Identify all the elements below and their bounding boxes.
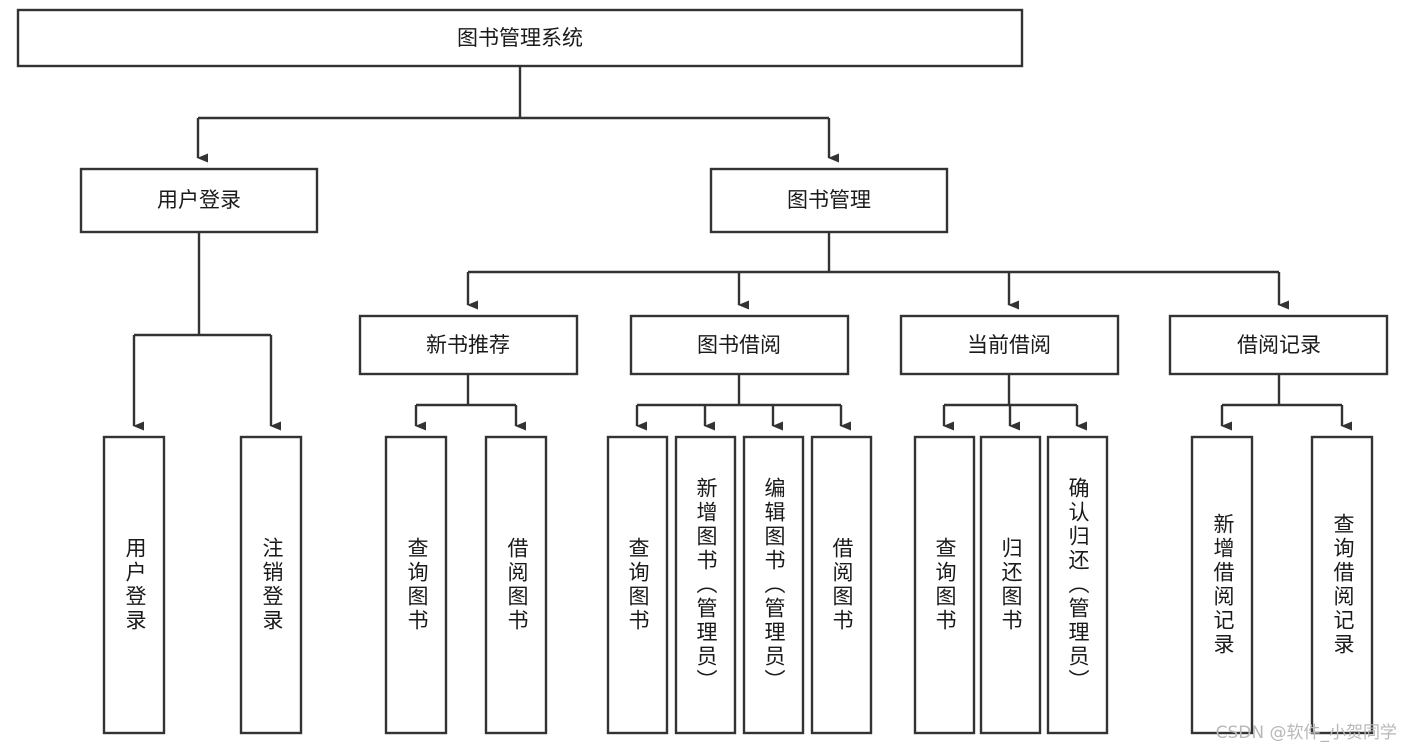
leaf-book-borrow-3-label: 借阅图书 — [830, 537, 854, 633]
edge-user-login-bus — [132, 232, 281, 431]
node-root-label: 图书管理系统 — [457, 26, 583, 50]
leaf-borrow-record-0-label: 新增借阅记录 — [1211, 513, 1235, 657]
leaf-book-borrow-1-label: 新增图书（管理员） — [694, 477, 718, 693]
leaf-user-login-1[interactable]: 注销登录 — [239, 435, 303, 735]
node-user-login-label: 用户登录 — [157, 188, 241, 212]
leaf-borrow-record-0[interactable]: 新增借阅记录 — [1190, 435, 1254, 735]
node-borrow-record-label: 借阅记录 — [1237, 333, 1321, 357]
edge-new-book-bus — [414, 374, 526, 431]
leaf-borrow-record-1-label: 查询借阅记录 — [1331, 513, 1355, 657]
node-book-manage[interactable]: 图书管理 — [709, 167, 949, 234]
edge-borrow-record-bus — [1220, 374, 1352, 431]
leaf-user-login-0-label: 用户登录 — [123, 537, 147, 633]
leaf-new-book-0[interactable]: 查询图书 — [384, 435, 448, 735]
node-new-book[interactable]: 新书推荐 — [358, 314, 579, 376]
edge-book-manage-bus — [466, 232, 1289, 310]
leaf-new-book-1-label: 借阅图书 — [505, 537, 529, 633]
node-book-manage-label: 图书管理 — [787, 188, 871, 212]
node-new-book-label: 新书推荐 — [426, 333, 510, 357]
leaf-book-borrow-0[interactable]: 查询图书 — [606, 435, 669, 735]
leaf-current-borrow-2-label: 确认归还（管理员） — [1066, 477, 1090, 693]
leaf-user-login-1-label: 注销登录 — [260, 537, 284, 633]
csdn-watermark: CSDN @软件_小贺同学 — [1215, 723, 1397, 743]
edge-root-bus — [196, 66, 839, 163]
node-user-login[interactable]: 用户登录 — [79, 167, 319, 234]
leaf-current-borrow-0-label: 查询图书 — [933, 537, 957, 633]
leaf-borrow-record-1[interactable]: 查询借阅记录 — [1310, 435, 1374, 735]
node-book-borrow[interactable]: 图书借阅 — [629, 314, 850, 376]
leaf-book-borrow-2[interactable]: 编辑图书（管理员） — [742, 435, 805, 735]
leaf-new-book-0-label: 查询图书 — [405, 537, 429, 633]
edge-book-borrow-bus — [635, 374, 851, 431]
leaf-book-borrow-3[interactable]: 借阅图书 — [810, 435, 873, 735]
leaf-book-borrow-2-label: 编辑图书（管理员） — [762, 477, 786, 693]
node-current-borrow-label: 当前借阅 — [967, 333, 1051, 357]
leaf-user-login-0[interactable]: 用户登录 — [102, 435, 166, 735]
leaf-book-borrow-0-label: 查询图书 — [626, 537, 650, 633]
node-borrow-record[interactable]: 借阅记录 — [1168, 314, 1389, 376]
node-book-borrow-label: 图书借阅 — [697, 333, 781, 357]
leaf-current-borrow-1[interactable]: 归还图书 — [979, 435, 1042, 735]
leaf-current-borrow-0[interactable]: 查询图书 — [913, 435, 976, 735]
node-current-borrow[interactable]: 当前借阅 — [899, 314, 1120, 376]
leaf-current-borrow-2[interactable]: 确认归还（管理员） — [1046, 435, 1109, 735]
leaf-new-book-1[interactable]: 借阅图书 — [484, 435, 548, 735]
node-root[interactable]: 图书管理系统 — [16, 8, 1024, 68]
leaf-current-borrow-1-label: 归还图书 — [999, 537, 1023, 633]
leaf-book-borrow-1[interactable]: 新增图书（管理员） — [674, 435, 737, 735]
edge-current-borrow-bus — [942, 374, 1087, 431]
